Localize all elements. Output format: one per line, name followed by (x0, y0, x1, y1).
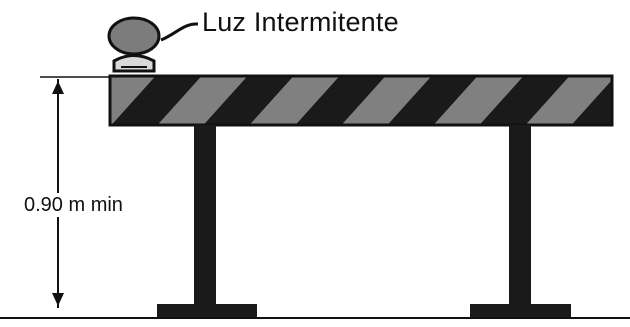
height-label: 0.90 m min (24, 193, 123, 217)
barricade-rail (108, 74, 614, 127)
left-leg (157, 125, 257, 318)
flashing-light-label: Luz Intermitente (202, 7, 399, 37)
right-leg (470, 125, 571, 318)
flashing-light-icon (107, 16, 199, 73)
